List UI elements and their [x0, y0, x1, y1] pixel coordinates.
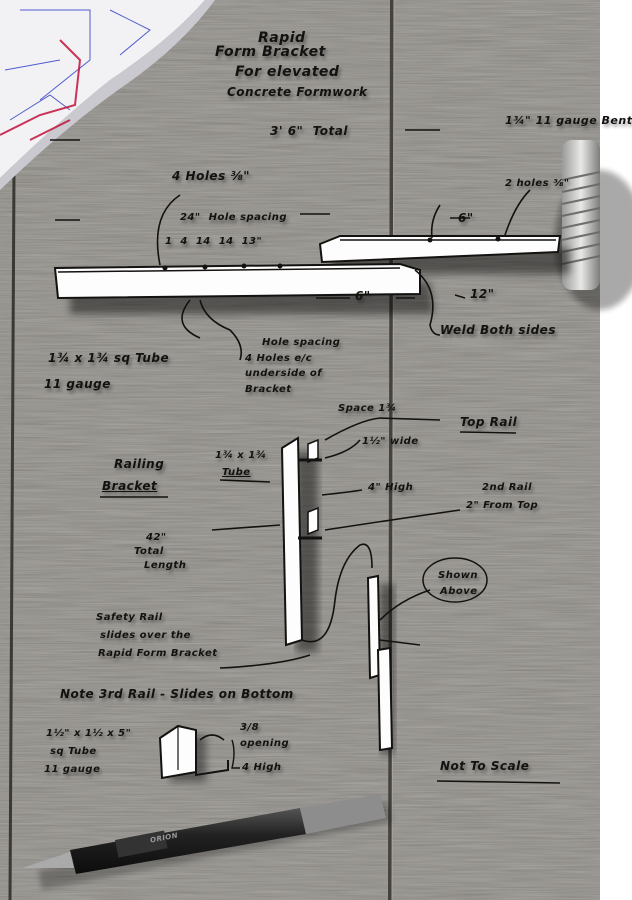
- safety-line2: slides over the: [100, 630, 191, 641]
- second-rail-line2: 2" From Top: [466, 500, 539, 511]
- title-line1: Rapid: [258, 30, 306, 46]
- shown-above-line2: Above: [440, 586, 478, 597]
- tube-spec-line2: 11 gauge: [44, 377, 111, 391]
- tube-spec-line1: 1¾ x 1¾ sq Tube: [48, 351, 170, 365]
- small-tube-line3: 11 gauge: [44, 764, 101, 775]
- railing-title-line1: Railing: [114, 457, 165, 471]
- total-length-label: 3' 6" Total: [270, 124, 348, 138]
- space-label: Space 1¾: [338, 403, 397, 414]
- shown-above-line1: Shown: [438, 570, 479, 581]
- small-tube-line2: sq Tube: [50, 746, 97, 757]
- six-inch-bottom-label: 6": [355, 289, 371, 303]
- hole-spacing-values: 1 4 14 14 13": [165, 236, 263, 247]
- weld-note-label: Weld Both sides: [440, 323, 556, 337]
- holes-top-label: 4 Holes ⅜": [172, 169, 251, 183]
- title-line2: Form Bracket: [215, 44, 326, 60]
- bolt-image: [555, 140, 632, 310]
- hole-spacing-note-line3: underside of: [245, 368, 323, 379]
- safety-line1: Safety Rail: [96, 612, 163, 623]
- two-holes-label: 2 holes ⅜": [505, 178, 570, 189]
- railing-total-line1: 42": [146, 532, 167, 543]
- not-to-scale-label: Not To Scale: [440, 759, 530, 773]
- title-line4: Concrete Formwork: [227, 85, 368, 99]
- high-label: 4" High: [368, 482, 414, 493]
- blueprint-roll: [0, 0, 215, 190]
- safety-line3: Rapid Form Bracket: [98, 648, 218, 659]
- second-rail-line1: 2nd Rail: [482, 482, 533, 493]
- hole-spacing-note-line4: Bracket: [245, 384, 292, 395]
- title-line3: For elevated: [235, 64, 340, 80]
- hole-spacing-note-line1: Hole spacing: [262, 337, 341, 348]
- hole-spacing-note-line2: 4 Holes e/c: [245, 353, 313, 364]
- mechanical-pencil: [22, 794, 392, 890]
- small-tube-high: 4 High: [242, 762, 282, 773]
- railing-total-line2: Total: [134, 546, 164, 557]
- bolt-note-label: 1¾" 11 gauge Bent: [505, 114, 632, 127]
- third-rail-note: Note 3rd Rail - Slides on Bottom: [60, 687, 294, 701]
- railing-tube-line2: Tube: [222, 467, 251, 478]
- small-tube-line1: 1½" x 1½ x 5": [46, 728, 132, 739]
- twelve-inch-label: 12": [470, 287, 495, 301]
- top-rail-label: Top Rail: [460, 415, 518, 429]
- railing-tube-line1: 1¾ x 1¾: [215, 450, 267, 461]
- small-tube-opening-line1: 3/8: [240, 722, 260, 733]
- wide-label: 1½" wide: [362, 436, 419, 447]
- railing-total-line3: Length: [144, 560, 187, 571]
- small-tube-opening-line2: opening: [240, 738, 290, 749]
- six-inch-top-label: 6": [458, 211, 474, 225]
- railing-title-line2: Bracket: [102, 479, 158, 493]
- hole-spacing-label: 24" Hole spacing: [180, 212, 288, 223]
